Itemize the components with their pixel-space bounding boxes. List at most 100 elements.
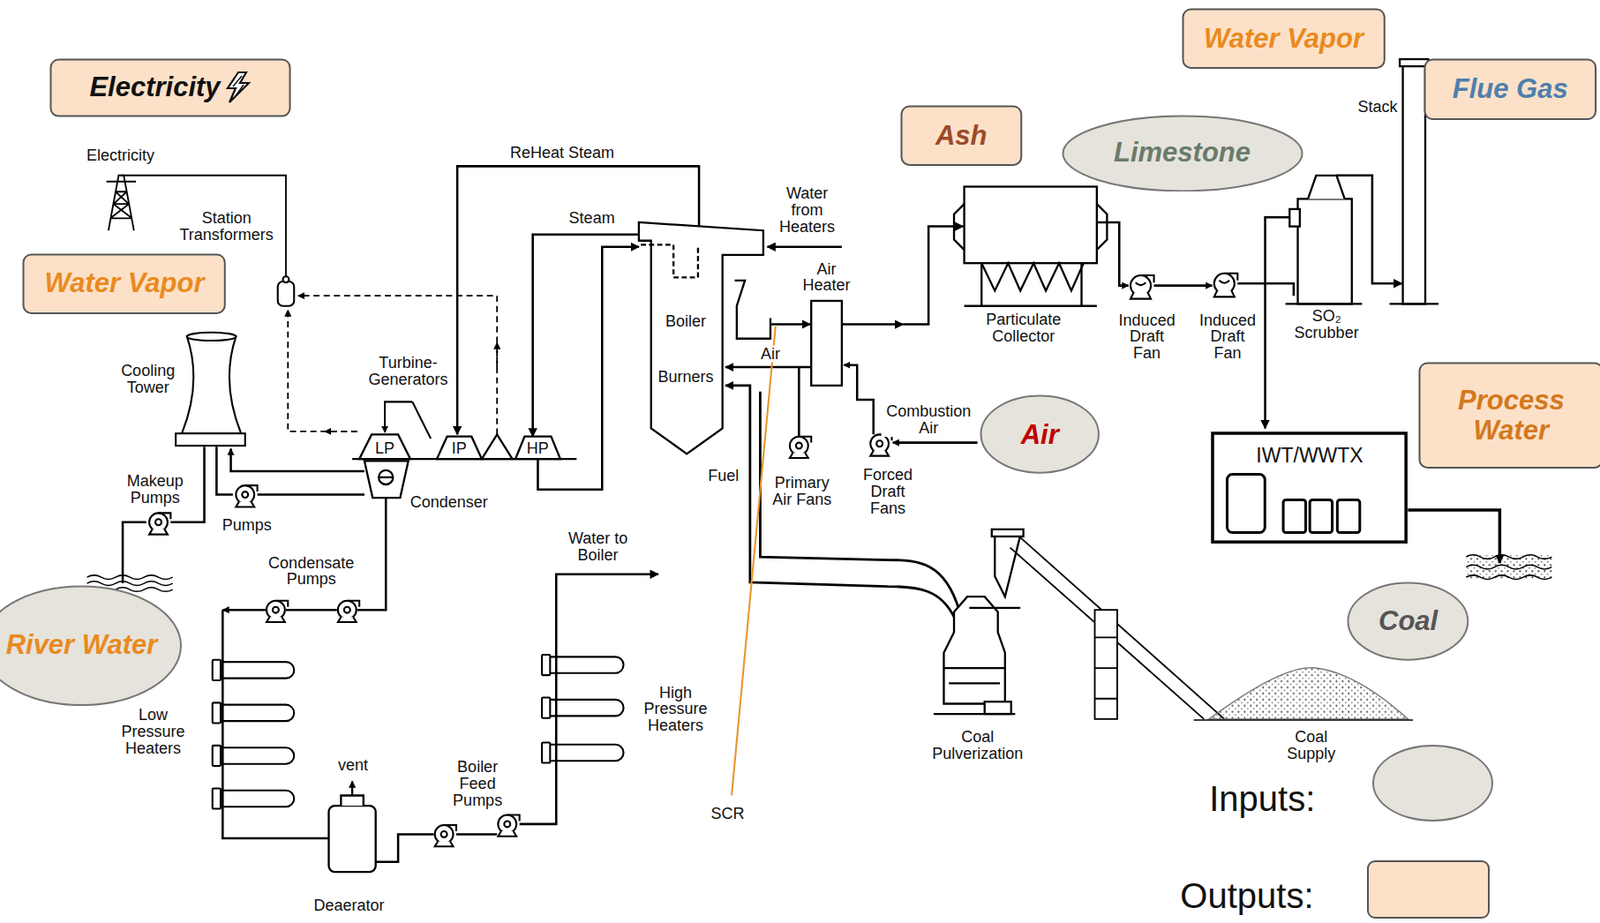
induced-draft-fan bbox=[1130, 275, 1155, 300]
tank-symbol bbox=[1227, 474, 1266, 534]
part-label: Condensate Pumps bbox=[262, 555, 361, 589]
cooling-water-lines bbox=[231, 449, 365, 472]
output-callout: Flue Gas bbox=[1423, 58, 1598, 121]
feedwater-line bbox=[375, 833, 435, 862]
lightning-symbol bbox=[224, 71, 251, 104]
station-transformer bbox=[277, 276, 294, 307]
induced-draft-fan bbox=[1214, 273, 1239, 298]
cooling-tower bbox=[175, 433, 246, 446]
condensate-pump bbox=[266, 600, 288, 623]
condenser bbox=[364, 460, 409, 498]
particulate-collector bbox=[953, 187, 1107, 307]
node-text: Limestone bbox=[1113, 137, 1251, 168]
control-signal-lines bbox=[495, 342, 498, 368]
feedwater-line bbox=[456, 833, 497, 836]
tank-symbol bbox=[1310, 500, 1333, 534]
node-text: IWT/WWTX bbox=[1255, 443, 1363, 468]
station-transformer bbox=[277, 281, 294, 307]
boiler bbox=[640, 244, 699, 278]
transmission-tower bbox=[106, 175, 137, 231]
turbines bbox=[359, 434, 411, 459]
part-label: Deaerator bbox=[312, 896, 385, 914]
control-signal-lines bbox=[287, 309, 358, 432]
control-signal-lines bbox=[298, 295, 497, 435]
node-text: Coal bbox=[1378, 606, 1438, 637]
steam-lines bbox=[533, 234, 642, 437]
turbine-generator-link bbox=[412, 401, 431, 439]
input-callout: Air bbox=[979, 394, 1100, 474]
legend-text: Inputs: bbox=[1209, 781, 1315, 817]
node-shape bbox=[50, 59, 290, 116]
steam-lines bbox=[537, 247, 639, 490]
part-label: Steam bbox=[568, 210, 616, 227]
air-lines bbox=[843, 365, 874, 436]
condensate-pump bbox=[338, 600, 360, 623]
output-callout: Water Vapor bbox=[1181, 7, 1386, 69]
part-label: Condenser bbox=[409, 493, 489, 511]
air-lines bbox=[797, 367, 801, 437]
air-lines bbox=[725, 365, 977, 444]
river-intake bbox=[87, 575, 173, 580]
coal-pile bbox=[1194, 668, 1413, 721]
low-pressure-heater bbox=[212, 702, 294, 723]
particulate-collector bbox=[964, 187, 1097, 264]
control-signal-lines bbox=[324, 430, 358, 433]
part-label: SO₂ Scrubber bbox=[1290, 307, 1363, 342]
stack bbox=[1403, 65, 1426, 304]
condensate-line bbox=[222, 497, 386, 839]
coal-pulverizer bbox=[943, 668, 1005, 684]
turbines bbox=[352, 434, 577, 459]
cooling-tower bbox=[187, 332, 236, 341]
part-label: Boiler Feed Pumps bbox=[448, 758, 508, 810]
condenser bbox=[378, 470, 393, 485]
coal-pile bbox=[1209, 668, 1408, 720]
scrubber-lines bbox=[1265, 175, 1403, 429]
forced-draft-fan bbox=[870, 434, 892, 456]
makeup-pump bbox=[149, 512, 171, 534]
node-text: Ash bbox=[935, 120, 988, 151]
node-shape bbox=[1212, 433, 1406, 542]
scrubber-lines bbox=[1336, 175, 1402, 285]
part-label: IP bbox=[450, 439, 468, 457]
part-label: Cooling Tower bbox=[112, 362, 185, 397]
part-label: Air bbox=[759, 345, 782, 363]
feedwater-line bbox=[375, 574, 659, 863]
node-shape bbox=[0, 585, 181, 706]
boiler-feed-pump bbox=[435, 825, 457, 847]
part-label: Turbine-Generators bbox=[363, 354, 454, 389]
so2-scrubber bbox=[1298, 198, 1353, 304]
legend-swatch bbox=[1372, 744, 1493, 822]
input-callout: Coal bbox=[1346, 581, 1470, 662]
coal-conveyor bbox=[1010, 537, 1225, 720]
condensate-line bbox=[222, 608, 266, 612]
node-shape bbox=[23, 254, 226, 313]
coal-conveyor bbox=[1095, 609, 1118, 720]
feedwater-line bbox=[519, 574, 659, 825]
turbine-generator-link bbox=[384, 401, 413, 433]
flue-gas-line bbox=[771, 323, 811, 326]
so2-scrubber bbox=[1285, 175, 1363, 305]
lightning-symbol bbox=[227, 72, 249, 103]
node-shape bbox=[1424, 59, 1596, 120]
tank-symbol bbox=[1284, 500, 1307, 534]
cooling-water-lines bbox=[122, 522, 147, 584]
condenser bbox=[379, 476, 392, 479]
part-label: Station Transformers bbox=[170, 210, 283, 244]
particulate-collector bbox=[981, 262, 1084, 291]
part-label: Fuel bbox=[706, 466, 740, 484]
part-label: Boiler bbox=[664, 313, 707, 331]
legend-text: Outputs: bbox=[1179, 878, 1314, 914]
part-label: Low Pressure Heaters bbox=[114, 706, 192, 758]
cooling-tower bbox=[175, 332, 246, 446]
node-text: Electricity bbox=[89, 72, 220, 103]
node-text: Water Vapor bbox=[1203, 23, 1364, 54]
node-shape bbox=[981, 396, 1099, 474]
input-callout: River Water bbox=[0, 585, 183, 707]
river-intake bbox=[87, 581, 173, 586]
part-label: Induced Draft Fan bbox=[1114, 311, 1180, 362]
part-label: ReHeat Steam bbox=[509, 144, 616, 162]
low-pressure-heater bbox=[212, 788, 294, 809]
coal-pile bbox=[1194, 719, 1413, 721]
part-label: Makeup Pumps bbox=[116, 473, 194, 507]
node-text: Air bbox=[1021, 420, 1060, 451]
